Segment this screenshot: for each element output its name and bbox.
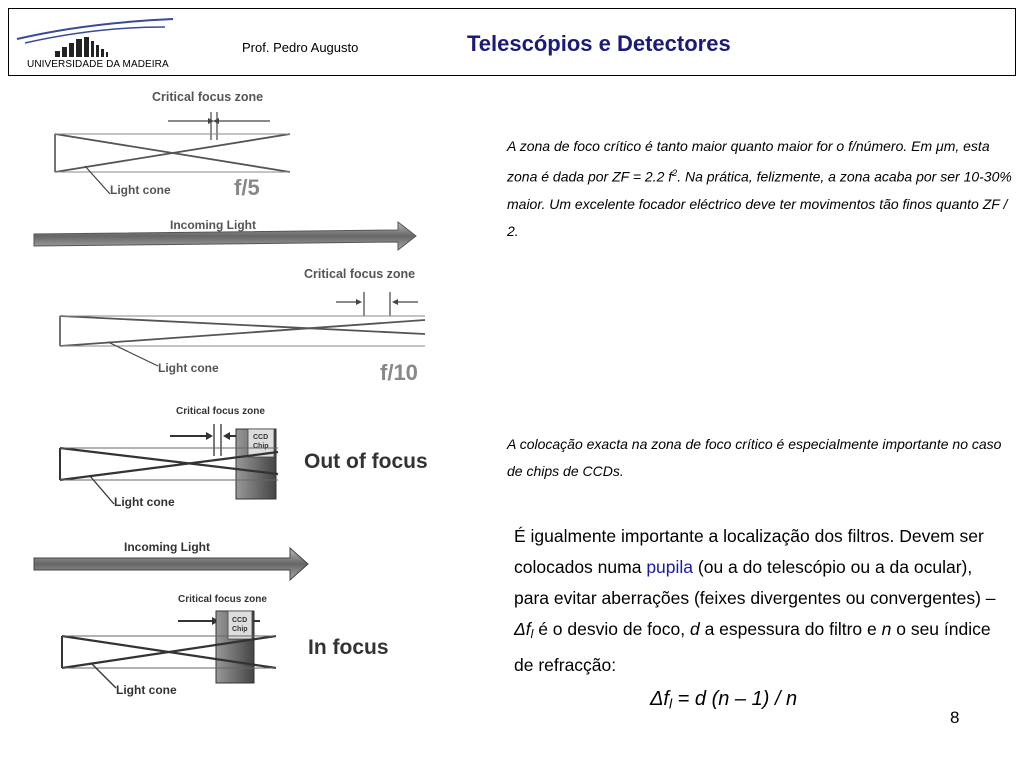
focus-diagram: Critical focus zone Light cone f/5 Incom…: [33, 90, 428, 697]
text-span: o seu índice de refracção:: [514, 619, 991, 676]
critical-zone-label: Critical focus zone: [178, 594, 267, 605]
panel-f5: Critical focus zone Light cone f/5: [54, 90, 291, 200]
university-logo: [16, 18, 174, 57]
panel-out-of-focus: Critical focus zone CCD Chip Out of focu…: [59, 406, 428, 509]
subscript: l: [668, 695, 673, 712]
text-span: A zona de foco crítico é tanto maior qua…: [507, 138, 937, 154]
light-cone-label: Light cone: [158, 361, 219, 375]
equation-rhs: = d (n – 1) / n: [672, 688, 798, 710]
filter-paragraph: É igualmente importante a localização do…: [514, 521, 1009, 681]
panel-in-focus: Critical focus zone CCD Chip In focus Li…: [61, 594, 389, 697]
variable-d: d: [689, 619, 700, 639]
delta-f-symbol: Δf: [514, 619, 531, 639]
f-ratio-label: f/5: [234, 175, 260, 200]
focus-state-label: In focus: [308, 636, 389, 659]
pupila-link[interactable]: pupila: [646, 557, 694, 577]
text-span: É igualmente importante a localização do…: [514, 526, 984, 577]
light-cone-label: Light cone: [116, 683, 177, 697]
filter-equation: Δfl = d (n – 1) / n: [650, 688, 797, 712]
focus-state-label: Out of focus: [304, 450, 428, 473]
superscript: 2: [672, 168, 678, 178]
critical-zone-label: Critical focus zone: [176, 406, 265, 417]
light-cone-label: Light cone: [110, 183, 171, 197]
f-ratio-label: f/10: [380, 360, 418, 385]
mu-symbol: μ: [936, 138, 944, 154]
variable-n: n: [881, 619, 892, 639]
incoming-light-arrow: Incoming Light: [33, 218, 417, 252]
critical-zone-label: Critical focus zone: [304, 267, 415, 281]
slide-header: UNIVERSIDADE DA MADEIRA Prof. Pedro Augu…: [8, 8, 1016, 76]
text-span: a espessura do filtro e: [699, 619, 882, 639]
text-span: (ou a do telescópio ou a da ocular), par…: [514, 557, 996, 608]
text-span: é o desvio de foco,: [533, 619, 690, 639]
ccd-chip-label: CCD: [253, 434, 268, 441]
text-span: . Na prática, felizmente, a zona acaba p…: [507, 168, 1012, 239]
slide-title: Telescópios e Detectores: [467, 31, 731, 56]
subscript: l: [530, 627, 534, 642]
text-span: m, esta zona é dada por ZF = 2.2 f: [507, 138, 990, 185]
critical-zone-label: Critical focus zone: [152, 90, 263, 104]
university-name: UNIVERSIDADE DA MADEIRA: [27, 59, 169, 70]
incoming-light-label: Incoming Light: [124, 540, 210, 554]
focus-zone-paragraph: A zona de foco crítico é tanto maior qua…: [507, 133, 1012, 245]
light-cone-label: Light cone: [114, 495, 175, 509]
equation-lhs: Δf: [650, 688, 669, 710]
page-number: 8: [950, 708, 960, 727]
author-name: Prof. Pedro Augusto: [242, 40, 359, 55]
ccd-chip-label: Chip: [253, 443, 269, 450]
ccd-chip-label: Chip: [232, 626, 248, 633]
ccd-placement-paragraph: A colocação exacta na zona de foco críti…: [507, 436, 1002, 479]
panel-f10: Critical focus zone Light cone f/10: [59, 267, 426, 385]
incoming-light-arrow: Incoming Light: [33, 540, 309, 582]
ccd-chip-label: CCD: [232, 617, 247, 624]
incoming-light-label: Incoming Light: [170, 218, 256, 232]
